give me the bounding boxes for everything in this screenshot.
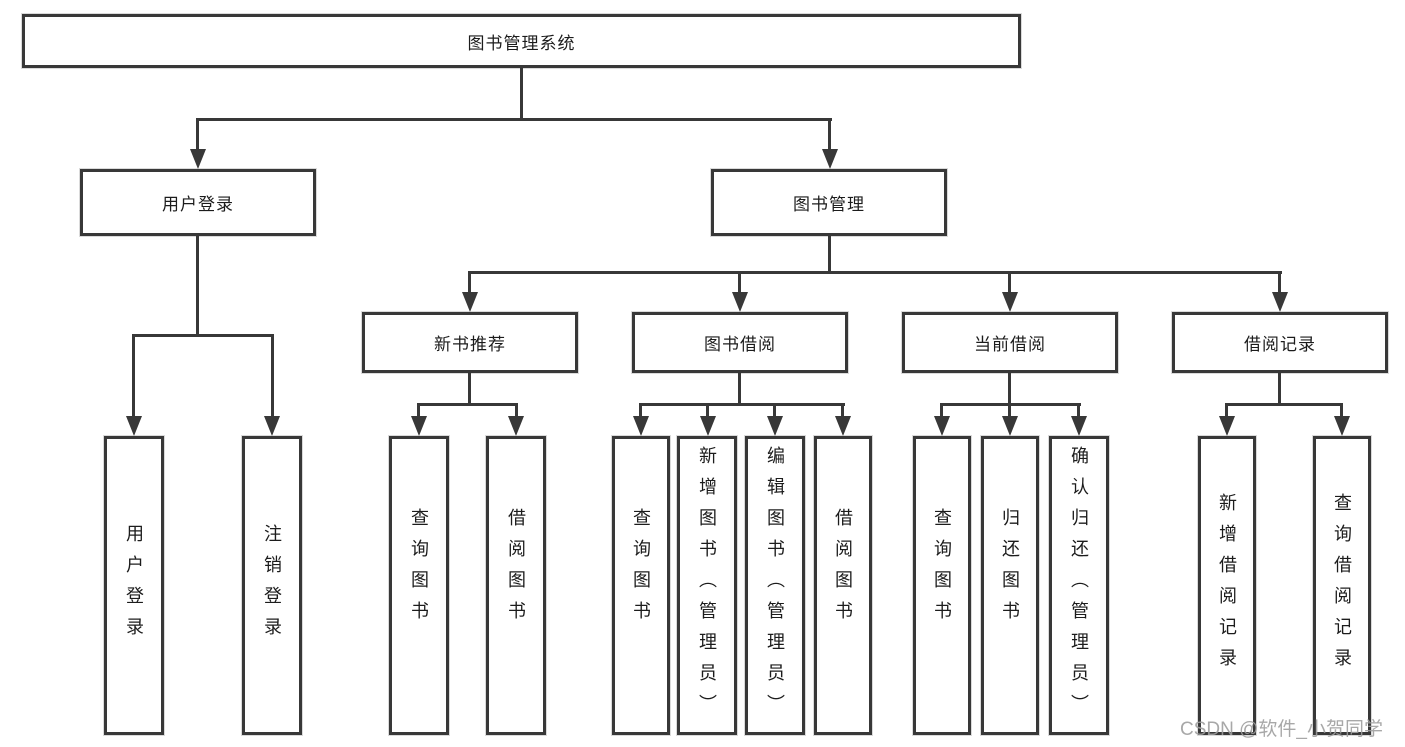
new-book-rec-node-label: 新书推荐 [434, 335, 506, 354]
connector-line [468, 271, 471, 295]
leaf-edit-book-admin-label: 编辑图书（管理员） [765, 446, 785, 725]
leaf-add-book-admin: 新增图书（管理员） [677, 436, 737, 735]
arrow-down-icon [934, 416, 950, 436]
arrow-down-icon [462, 292, 478, 312]
leaf-borrow-book: 借阅图书 [814, 436, 872, 735]
arrow-down-icon [1002, 292, 1018, 312]
arrow-down-icon [1002, 416, 1018, 436]
connector-line [706, 403, 709, 418]
leaf-confirm-return-admin-label: 确认归还（管理员） [1069, 446, 1089, 725]
connector-line [468, 373, 471, 406]
connector-line [520, 68, 523, 120]
leaf-confirm-return-admin: 确认归还（管理员） [1049, 436, 1109, 735]
connector-line [639, 403, 642, 418]
leaf-query-book-rec: 查询图书 [389, 436, 449, 735]
connector-line [132, 334, 274, 337]
leaf-edit-book-admin: 编辑图书（管理员） [745, 436, 805, 735]
arrow-down-icon [411, 416, 427, 436]
leaf-borrow-book-label: 借阅图书 [833, 507, 853, 632]
connector-line [271, 334, 274, 418]
leaf-query-borrow-record: 查询借阅记录 [1313, 436, 1371, 735]
user-login-node: 用户登录 [80, 169, 316, 236]
connector-line [1008, 271, 1011, 295]
connector-line [196, 118, 199, 152]
connector-line [1278, 373, 1281, 406]
leaf-query-borrow-record-label: 查询借阅记录 [1332, 492, 1352, 679]
leaf-query-book-borrow: 查询图书 [612, 436, 670, 735]
leaf-query-book-current-label: 查询图书 [932, 507, 952, 632]
connector-line [515, 403, 518, 418]
arrow-down-icon [1071, 416, 1087, 436]
leaf-return-book-label: 归还图书 [1000, 507, 1020, 632]
current-borrow-node-label: 当前借阅 [974, 335, 1046, 354]
connector-line [132, 334, 135, 418]
arrow-down-icon [732, 292, 748, 312]
leaf-user-login: 用户登录 [104, 436, 164, 735]
new-book-rec-node: 新书推荐 [362, 312, 578, 373]
root-node: 图书管理系统 [22, 14, 1021, 68]
connector-line [828, 236, 831, 274]
leaf-query-book-borrow-label: 查询图书 [631, 507, 651, 632]
leaf-borrow-book-rec-label: 借阅图书 [506, 507, 526, 632]
book-borrow-node-label: 图书借阅 [704, 335, 776, 354]
connector-line [841, 403, 844, 418]
leaf-query-book-rec-label: 查询图书 [409, 507, 429, 632]
connector-line [940, 403, 943, 418]
connector-line [417, 403, 518, 406]
arrow-down-icon [1219, 416, 1235, 436]
book-mgmt-node-label: 图书管理 [793, 195, 865, 214]
root-node-label: 图书管理系统 [467, 33, 576, 53]
arrow-down-icon [633, 416, 649, 436]
connector-line [1225, 403, 1343, 406]
leaf-logout-label: 注销登录 [262, 523, 282, 648]
book-borrow-node: 图书借阅 [632, 312, 848, 373]
leaf-logout: 注销登录 [242, 436, 302, 735]
user-login-node-label: 用户登录 [162, 195, 234, 214]
borrow-records-node: 借阅记录 [1172, 312, 1388, 373]
arrow-down-icon [700, 416, 716, 436]
current-borrow-node: 当前借阅 [902, 312, 1118, 373]
connector-line [417, 403, 420, 418]
arrow-down-icon [508, 416, 524, 436]
book-mgmt-node: 图书管理 [711, 169, 947, 236]
connector-line [468, 271, 1282, 274]
connector-line [1340, 403, 1343, 418]
connector-line [773, 403, 776, 418]
leaf-add-borrow-record-label: 新增借阅记录 [1217, 492, 1237, 679]
leaf-borrow-book-rec: 借阅图书 [486, 436, 546, 735]
connector-line [1008, 403, 1011, 418]
connector-line [196, 118, 832, 121]
leaf-return-book: 归还图书 [981, 436, 1039, 735]
leaf-add-book-admin-label: 新增图书（管理员） [697, 446, 717, 725]
connector-line [1008, 373, 1011, 406]
arrow-down-icon [126, 416, 142, 436]
arrow-down-icon [264, 416, 280, 436]
connector-line [1225, 403, 1228, 418]
arrow-down-icon [822, 149, 838, 169]
connector-line [1077, 403, 1080, 418]
csdn-watermark: CSDN @软件_小贺同学 [1180, 719, 1383, 740]
leaf-add-borrow-record: 新增借阅记录 [1198, 436, 1256, 735]
connector-line [738, 271, 741, 295]
borrow-records-node-label: 借阅记录 [1244, 335, 1316, 354]
connector-line [738, 373, 741, 406]
arrow-down-icon [1272, 292, 1288, 312]
leaf-query-book-current: 查询图书 [913, 436, 971, 735]
connector-line [196, 236, 199, 337]
connector-line [1278, 271, 1281, 295]
arrow-down-icon [767, 416, 783, 436]
arrow-down-icon [1334, 416, 1350, 436]
arrow-down-icon [835, 416, 851, 436]
leaf-user-login-label: 用户登录 [124, 523, 144, 648]
arrow-down-icon [190, 149, 206, 169]
connector-line [639, 403, 845, 406]
connector-line [828, 118, 831, 152]
